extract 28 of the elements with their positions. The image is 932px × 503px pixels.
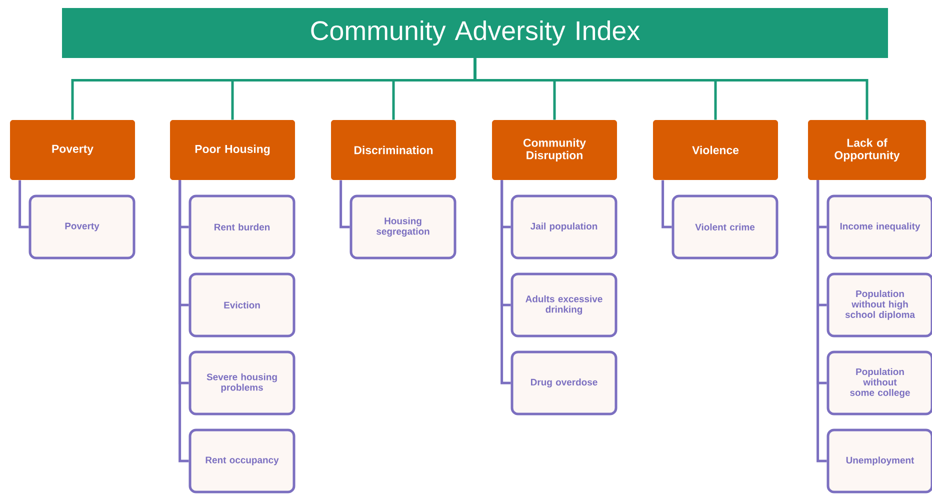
title-banner: Community Adversity Index [62,8,888,58]
connector [18,180,29,228]
indicator-box: Eviction [188,272,296,338]
indicator-box: Population without some college [826,350,932,416]
connector [340,180,350,228]
category-box: Lack of Opportunity [808,120,926,180]
indicator-box: Adults excessive drinking [510,272,618,338]
category-box: Discrimination [331,120,456,180]
indicator-box: Drug overdose [510,350,618,416]
connector [474,58,868,120]
connector [662,180,672,228]
connector [178,180,189,462]
indicator-box: Population without high school diploma [826,272,932,338]
connector [500,180,511,384]
category-box: Community Disruption [492,120,617,180]
indicator-box: Income inequality [826,194,932,260]
category-box: Violence [653,120,778,180]
indicator-box: Violent crime [672,194,778,260]
category-box: Poor Housing [170,120,295,180]
connector [816,180,827,462]
indicator-box: Poverty [28,194,136,260]
indicator-box: Rent occupancy [188,428,296,494]
indicator-box: Jail population [510,194,618,260]
indicator-box: Unemployment [826,428,932,494]
indicator-box: Rent burden [188,194,296,260]
indicator-box: Severe housing problems [188,350,296,416]
category-box: Poverty [10,120,135,180]
indicator-box: Housing segregation [350,194,456,260]
